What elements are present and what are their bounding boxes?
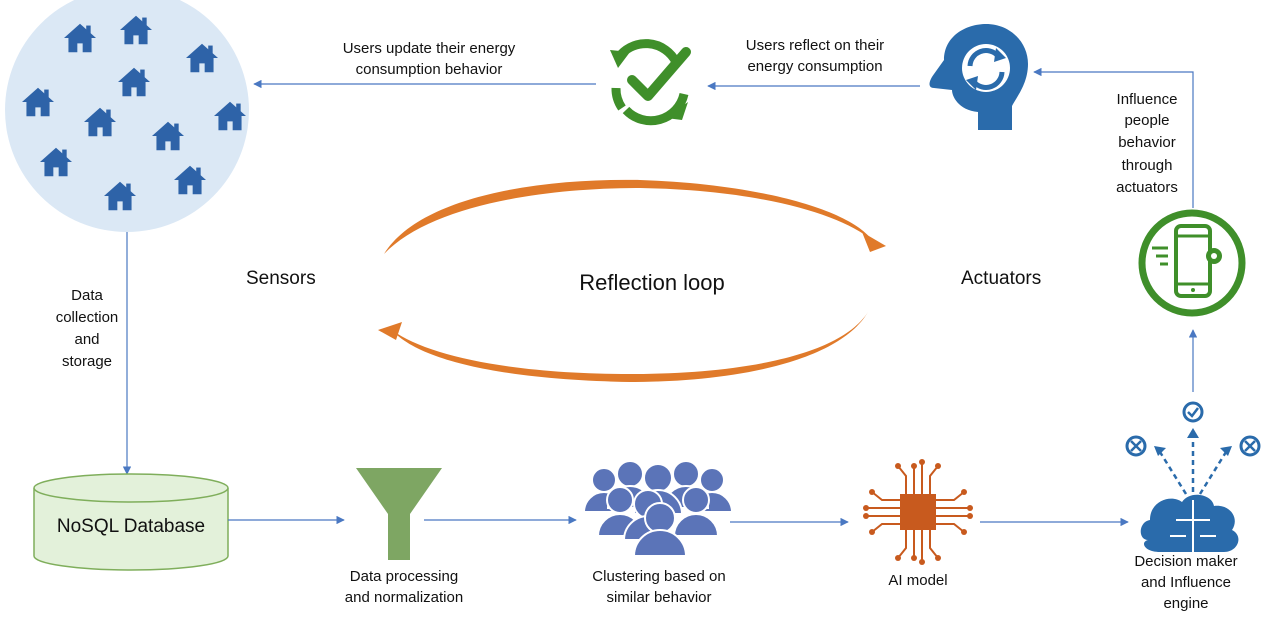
label-sensors: Sensors: [246, 268, 316, 289]
label-influence-line1: Influence: [1117, 91, 1178, 108]
label-users-update-line2: consumption behavior: [356, 61, 503, 78]
database-cylinder-icon: [33, 473, 229, 571]
label-influence-line2: people: [1124, 112, 1169, 129]
people-group-icon: [582, 460, 734, 557]
head-refresh-icon: [929, 24, 1028, 130]
label-influence-line3: behavior: [1118, 134, 1176, 151]
caption-decision-line1: Decision maker: [1134, 553, 1237, 570]
caption-processing-line2: and normalization: [345, 589, 463, 606]
caption-decision-line3: engine: [1163, 595, 1208, 612]
label-influence-line5: actuators: [1116, 179, 1178, 196]
arrow-phone-to-head: [1033, 67, 1194, 208]
label-users-reflect-line1: Users reflect on their: [746, 37, 884, 54]
households-cluster: [5, 0, 249, 232]
label-data-collection-line4: storage: [62, 353, 112, 370]
refresh-check-icon: [610, 39, 691, 126]
caption-clustering-line2: similar behavior: [606, 589, 711, 606]
database-label: NoSQL Database: [57, 516, 205, 537]
label-users-update-line1: Users update their energy: [343, 40, 516, 57]
funnel-icon: [356, 468, 442, 560]
label-users-reflect-line2: energy consumption: [747, 58, 882, 75]
caption-ai-model: AI model: [888, 572, 947, 589]
caption-decision-line2: and Influence: [1141, 574, 1231, 591]
caption-processing-line1: Data processing: [350, 568, 458, 585]
label-data-collection-line2: collection: [56, 309, 119, 326]
label-data-collection-line1: Data: [71, 287, 103, 304]
ai-chip-icon: [863, 459, 973, 565]
smartphone-settings-icon: [1138, 209, 1246, 317]
reflection-loop-arrows: [378, 179, 886, 382]
loop-arrow-bottom: [392, 312, 868, 382]
brain-decision-icon: [1125, 401, 1261, 552]
label-actuators: Actuators: [961, 268, 1041, 289]
loop-arrow-top: [384, 179, 872, 254]
caption-clustering-line1: Clustering based on: [592, 568, 725, 585]
label-data-collection-line3: and: [74, 331, 99, 348]
label-reflection-loop: Reflection loop: [579, 270, 725, 295]
label-influence-line4: through: [1122, 157, 1173, 174]
